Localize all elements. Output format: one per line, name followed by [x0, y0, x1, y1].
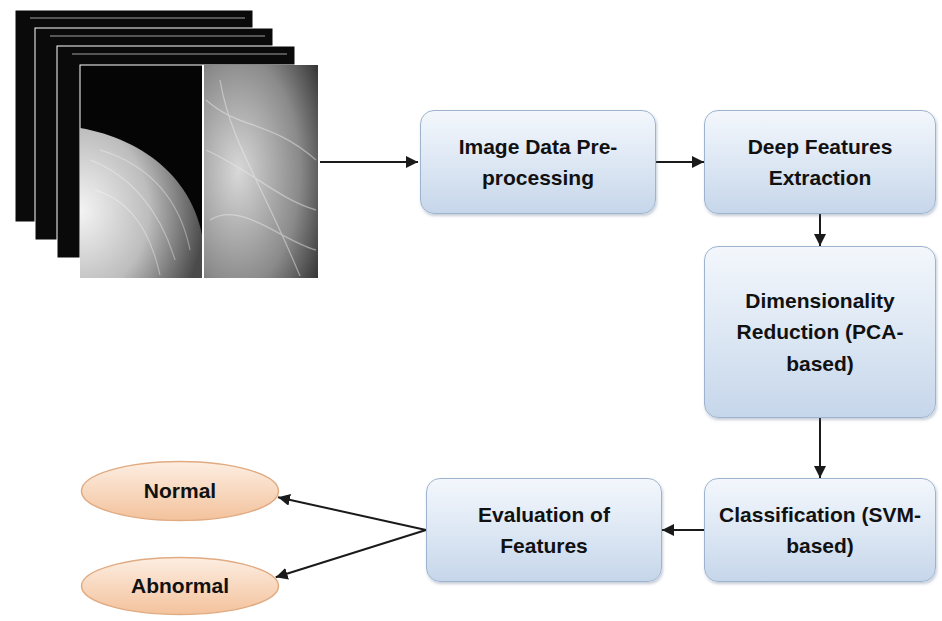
- node-label: Evaluation of Features: [439, 499, 649, 562]
- result-ellipse: Normal: [80, 460, 280, 522]
- process-box: Classification (SVM-based): [704, 478, 936, 582]
- process-box: Dimensionality Reduction (PCA-based): [704, 246, 936, 418]
- input-arrow: [320, 161, 418, 163]
- node-label: Normal: [144, 478, 216, 503]
- process-box: Evaluation of Features: [426, 478, 662, 582]
- flow-arrow: [662, 529, 704, 531]
- flow-arrow: [819, 418, 821, 478]
- node-label: Image Data Pre-processing: [433, 131, 643, 194]
- flow-arrow: [276, 530, 426, 577]
- image-stack: [15, 10, 318, 278]
- node-label: Classification (SVM-based): [717, 499, 923, 562]
- flow-arrow: [656, 161, 704, 163]
- flow-arrow: [278, 497, 426, 530]
- process-box: Image Data Pre-processing: [420, 110, 656, 214]
- node-label: Deep Features Extraction: [717, 131, 923, 194]
- node-label: Dimensionality Reduction (PCA-based): [717, 285, 923, 380]
- process-box: Deep Features Extraction: [704, 110, 936, 214]
- result-ellipse: Abnormal: [80, 556, 280, 616]
- node-label: Abnormal: [131, 573, 229, 598]
- flow-arrow: [819, 214, 821, 246]
